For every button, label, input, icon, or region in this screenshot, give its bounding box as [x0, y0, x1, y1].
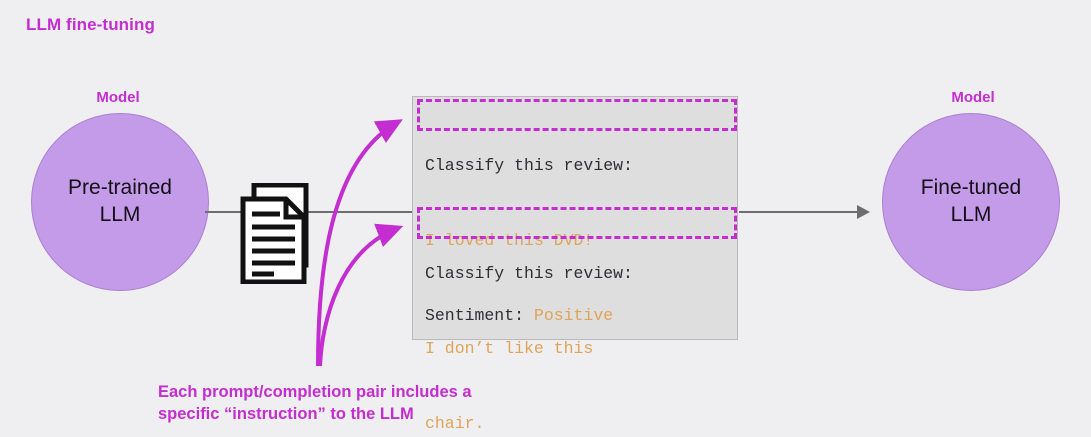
documents-icon: [240, 182, 316, 285]
example-1-instruction: Classify this review:: [425, 156, 633, 175]
connector-line-middle: [310, 211, 416, 213]
example-1-sentiment-value: Positive: [533, 306, 614, 325]
fine-tuned-llm-node: Fine-tuned LLM: [882, 113, 1060, 291]
left-model-label: Model: [96, 89, 140, 106]
training-example-2: Classify this review: I don’t like this …: [425, 211, 633, 437]
training-example-1: Classify this review: I loved this DVD! …: [425, 103, 633, 378]
right-model-label: Model: [951, 89, 995, 106]
callout-caption-line2: specific “instruction” to the LLM: [158, 405, 414, 424]
page-title: LLM fine-tuning: [26, 15, 155, 34]
training-examples-panel: Classify this review: I loved this DVD! …: [412, 96, 738, 433]
connector-line-right: [739, 211, 859, 213]
arrow-head-to-finetuned: [857, 205, 870, 219]
example-2-review-line1: I don’t like this: [425, 339, 594, 358]
callout-caption-line1: Each prompt/completion pair includes a: [158, 383, 472, 401]
pre-trained-llm-node: Pre-trained LLM: [31, 113, 209, 291]
pre-trained-llm-line1: Pre-trained: [68, 176, 172, 200]
example-1-sentiment-label: Sentiment:: [425, 306, 534, 325]
fine-tuned-llm-line1: Fine-tuned: [920, 176, 1022, 200]
example-1-review: I loved this DVD!: [425, 231, 594, 250]
callout-caption: Each prompt/completion pair includes a s…: [158, 381, 598, 425]
example-2-review-line2: chair.: [425, 414, 485, 433]
pre-trained-llm-line2: LLM: [99, 203, 141, 226]
example-1-sentiment: Sentiment: Positive: [425, 303, 633, 328]
example-2-instruction: Classify this review:: [425, 264, 633, 283]
fine-tuned-llm-line2: LLM: [950, 203, 992, 226]
